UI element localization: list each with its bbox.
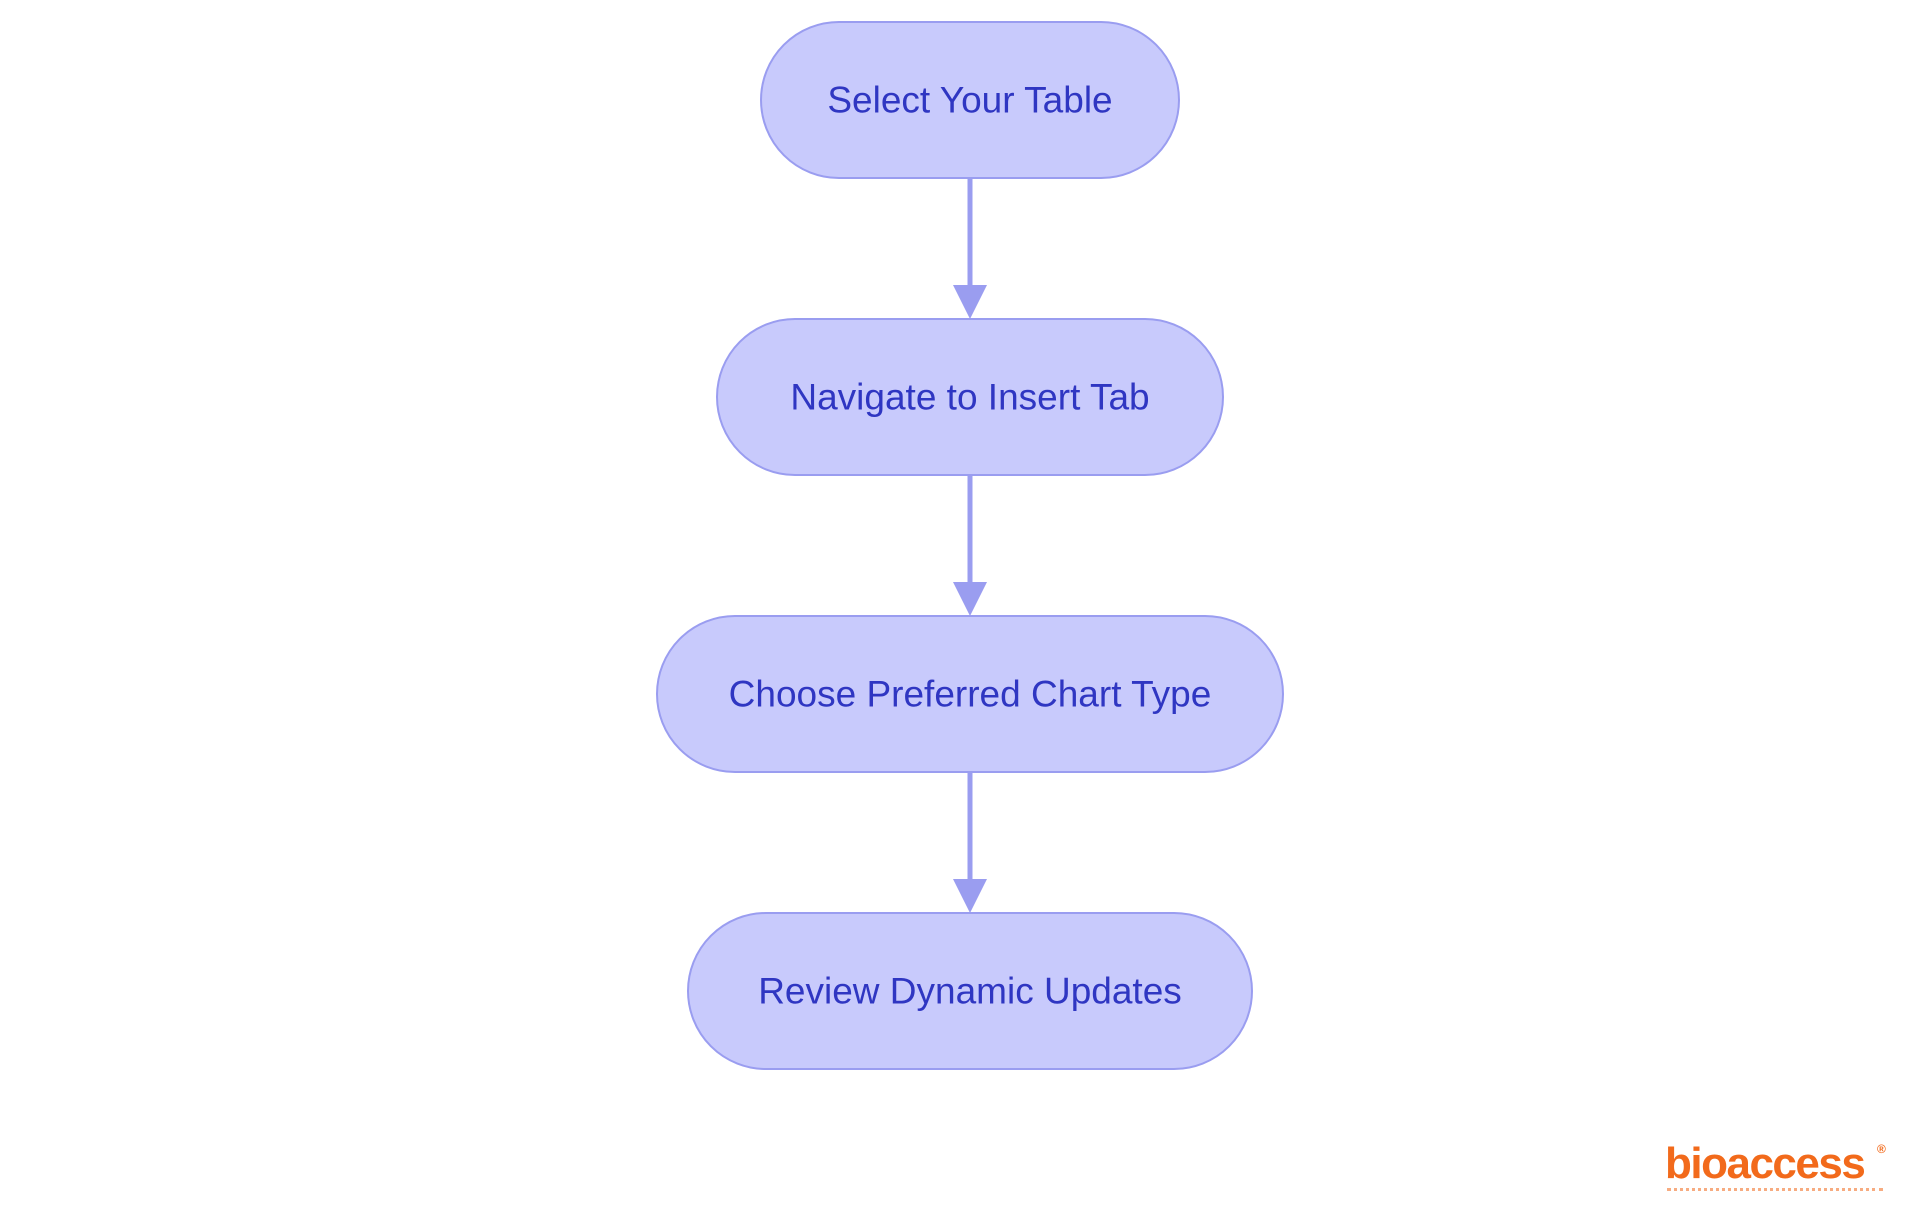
flow-node: Navigate to Insert Tab: [716, 318, 1224, 476]
logo-tagline-graphic: [1667, 1188, 1883, 1194]
flow-edge-arrowhead: [953, 285, 987, 319]
logo-registered-mark: ®: [1877, 1142, 1886, 1156]
flow-node: Select Your Table: [760, 21, 1180, 179]
flow-node-label: Review Dynamic Updates: [758, 971, 1182, 1012]
flow-node-label: Select Your Table: [827, 80, 1112, 121]
flow-node-label: Choose Preferred Chart Type: [729, 674, 1212, 715]
flow-node-label: Navigate to Insert Tab: [790, 377, 1149, 418]
flow-node-shape: [716, 318, 1224, 476]
flow-node-shape: [687, 912, 1253, 1070]
flow-edge-arrowhead: [953, 582, 987, 616]
flow-node-shape: [656, 615, 1284, 773]
logo-wordmark: bioaccess: [1665, 1139, 1866, 1188]
flow-node: Review Dynamic Updates: [687, 912, 1253, 1070]
bioaccess-logo: bioaccess ®: [1665, 1140, 1890, 1195]
edges-layer: [953, 178, 987, 913]
flow-edge-arrowhead: [953, 879, 987, 913]
flow-edge-arrow: [953, 178, 987, 319]
flow-node-shape: [760, 21, 1180, 179]
flow-edge-arrow: [953, 475, 987, 616]
flow-node: Choose Preferred Chart Type: [656, 615, 1284, 773]
flow-edge-arrow: [953, 772, 987, 913]
